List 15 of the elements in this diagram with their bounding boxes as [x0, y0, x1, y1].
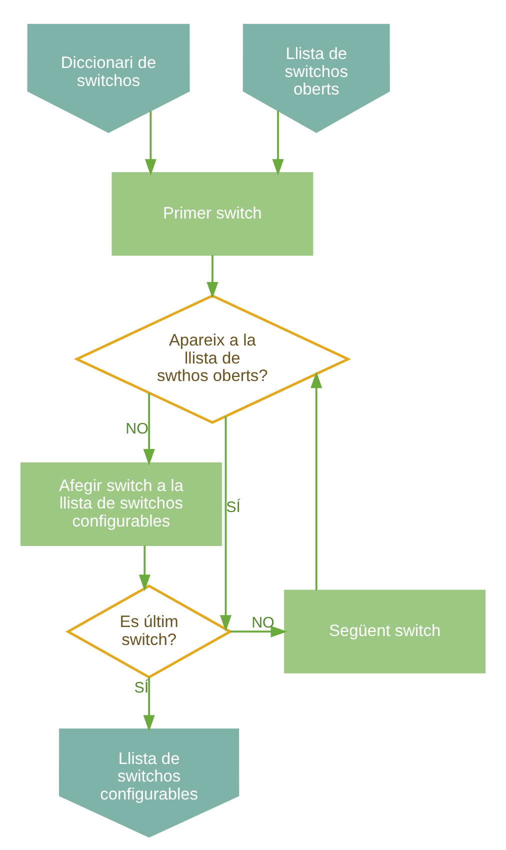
arrow [310, 372, 322, 590]
node-box: Primer switch [112, 172, 314, 256]
arrow [220, 416, 232, 632]
arrow [143, 393, 155, 466]
arrow [230, 626, 288, 638]
arrow [206, 255, 218, 298]
arrow [272, 110, 284, 176]
arrow [143, 677, 155, 732]
node-diamond: Apareix a la llista de swthos oberts? [74, 294, 352, 424]
node-box: Següent switch [284, 590, 486, 674]
arrow [144, 110, 156, 176]
arrow [138, 546, 150, 592]
edge-label: NO [252, 614, 274, 632]
edge-label: SÍ [226, 498, 241, 516]
node-box: Afegir switch a la llista de switchos configurables [20, 462, 222, 546]
